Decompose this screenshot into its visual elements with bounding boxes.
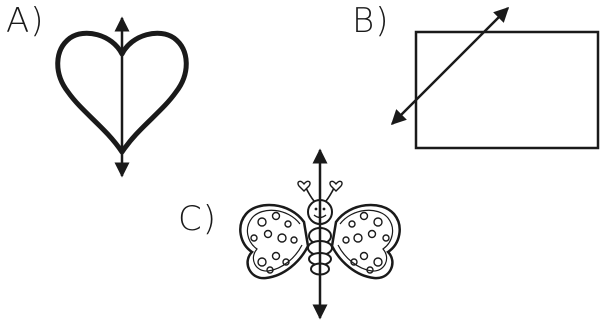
- rectangle-diagonal-line: [390, 6, 510, 126]
- label-b: B): [352, 1, 390, 41]
- label-a: A): [6, 1, 45, 41]
- butterfly-figure: [239, 148, 401, 320]
- label-c: C): [178, 199, 218, 239]
- rectangle-figure: [390, 6, 600, 150]
- heart-figure: [55, 16, 189, 178]
- rectangle-icon: [414, 30, 600, 150]
